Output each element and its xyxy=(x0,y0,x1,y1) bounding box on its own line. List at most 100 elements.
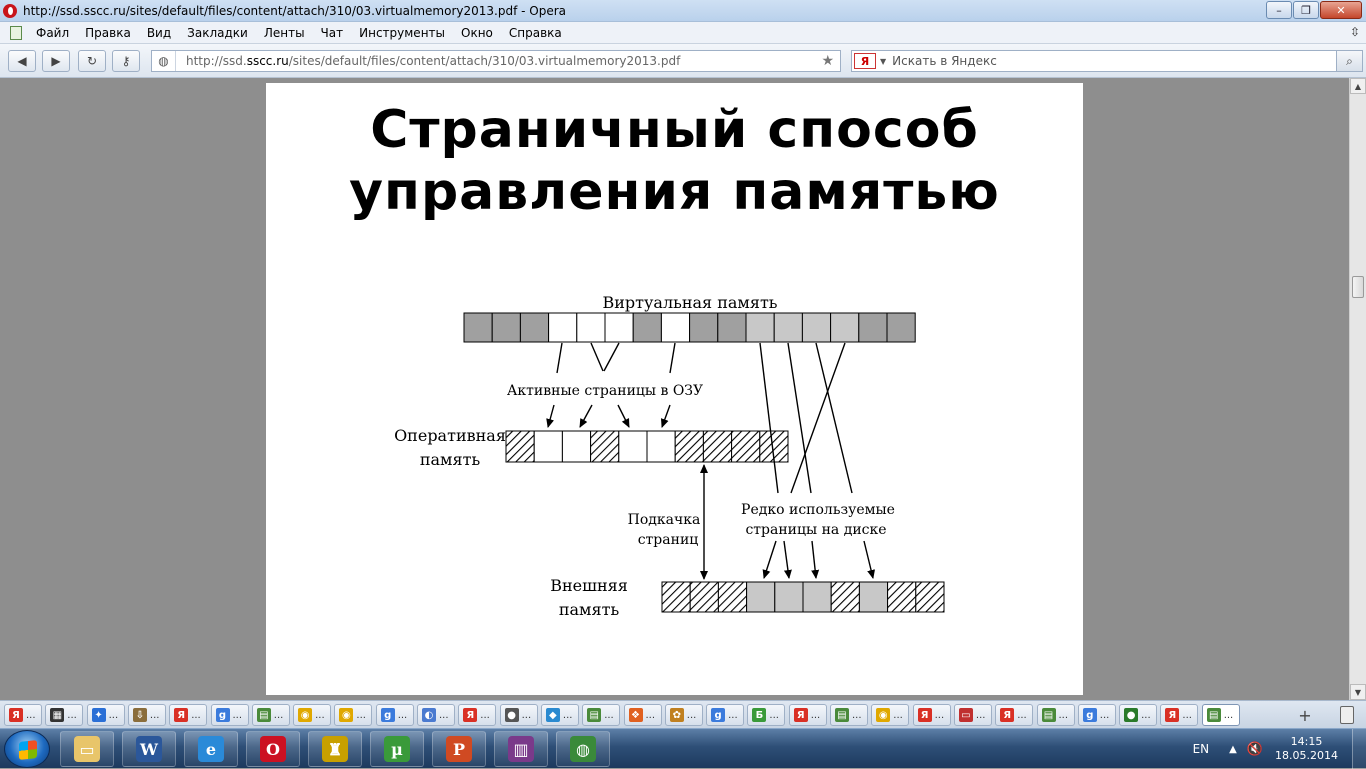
browser-tab[interactable]: Я... xyxy=(4,704,42,726)
title-bar: http://ssd.sscc.ru/sites/default/files/c… xyxy=(0,0,1366,22)
chevron-down-icon[interactable]: ▼ xyxy=(880,56,887,66)
panel-toggle-icon[interactable] xyxy=(10,25,22,40)
browser-tab[interactable]: g... xyxy=(706,704,745,726)
virtual-memory-row xyxy=(463,312,916,343)
yandex-icon[interactable]: Я xyxy=(854,53,876,69)
new-tab-button[interactable]: + xyxy=(1298,705,1312,725)
browser-tab[interactable]: ▭... xyxy=(953,704,992,726)
tab-title: ... xyxy=(149,709,160,721)
resize-toolbar-icon[interactable]: ⇳ xyxy=(1349,25,1360,39)
browser-tab[interactable]: Б... xyxy=(747,704,786,726)
tab-favicon-icon: Я xyxy=(463,708,478,722)
browser-tab[interactable]: ●... xyxy=(1119,704,1158,726)
tab-favicon-icon: ◆ xyxy=(545,708,560,722)
browser-tab[interactable]: ▤... xyxy=(1036,704,1075,726)
browser-tab[interactable]: Я... xyxy=(1160,704,1199,726)
show-hidden-icons-icon[interactable]: ▲ xyxy=(1229,743,1237,755)
tab-title: ... xyxy=(934,709,945,721)
address-bar[interactable]: ◍ http://ssd.sscc.ru/sites/default/files… xyxy=(151,50,841,72)
browser-tab[interactable]: Я... xyxy=(169,704,208,726)
menu-bookmarks[interactable]: Закладки xyxy=(187,25,248,40)
taskbar-app-button[interactable]: ▥ xyxy=(494,731,548,767)
browser-tab[interactable]: g... xyxy=(210,704,249,726)
taskbar-app-button[interactable]: µ xyxy=(370,731,424,767)
navigation-toolbar: ◀ ▶ ↻ ⚷ ◍ http://ssd.sscc.ru/sites/defau… xyxy=(0,44,1366,78)
close-button[interactable]: ✕ xyxy=(1320,1,1362,19)
search-input[interactable]: Искать в Яндекс xyxy=(892,54,997,68)
browser-tab[interactable]: ▤... xyxy=(251,704,290,726)
browser-tab[interactable]: ◐... xyxy=(417,704,455,726)
browser-tab[interactable]: ⇩... xyxy=(127,704,166,726)
tab-favicon-icon: Я xyxy=(1000,708,1015,722)
bookmark-star-icon[interactable]: ★ xyxy=(821,53,834,69)
browser-tab[interactable]: ✦... xyxy=(86,704,125,726)
browser-tab[interactable]: ✿... xyxy=(664,704,703,726)
taskbar-app-button[interactable]: ♜ xyxy=(308,731,362,767)
menu-tools[interactable]: Инструменты xyxy=(359,25,445,40)
closed-tabs-trash-icon[interactable] xyxy=(1340,706,1354,724)
tab-title: ... xyxy=(26,709,36,721)
clock[interactable]: 14:15 18.05.2014 xyxy=(1275,735,1338,763)
menu-view[interactable]: Вид xyxy=(146,25,172,40)
wand-button[interactable]: ⚷ xyxy=(112,50,140,72)
connector-line xyxy=(603,342,620,372)
browser-tab[interactable]: Я... xyxy=(912,704,951,726)
browser-tab[interactable]: g... xyxy=(1077,704,1116,726)
browser-tab[interactable]: ◉... xyxy=(871,704,910,726)
taskbar-app-button[interactable]: ◍ xyxy=(556,731,610,767)
browser-tab[interactable]: ▤... xyxy=(582,704,621,726)
tab-favicon-icon: Я xyxy=(9,708,23,722)
menu-chat[interactable]: Чат xyxy=(320,25,344,40)
powerpoint-icon: P xyxy=(446,736,472,762)
maximize-button[interactable]: ❐ xyxy=(1293,1,1319,19)
browser-tab[interactable]: ▦... xyxy=(45,704,84,726)
browser-tab[interactable]: ▤... xyxy=(830,704,868,726)
utorrent-icon: µ xyxy=(384,736,410,762)
show-desktop-button[interactable] xyxy=(1352,729,1366,769)
disk-page-cell xyxy=(915,581,945,613)
browser-tab[interactable]: ▤... xyxy=(1201,704,1240,726)
scroll-thumb[interactable] xyxy=(1352,276,1364,298)
speaker-muted-icon[interactable]: 🔇 xyxy=(1246,741,1264,757)
browser-tab[interactable]: Я... xyxy=(995,704,1034,726)
virtual-page-cell xyxy=(858,312,888,343)
virtual-page-cell xyxy=(773,312,803,343)
language-indicator[interactable]: EN xyxy=(1192,742,1210,756)
search-button[interactable]: ⌕ xyxy=(1336,51,1362,71)
browser-tab[interactable]: g... xyxy=(375,704,414,726)
browser-tab[interactable]: ●... xyxy=(499,704,538,726)
browser-tab[interactable]: ◉... xyxy=(293,704,332,726)
taskbar-app-button[interactable]: P xyxy=(432,731,486,767)
taskbar-app-button[interactable]: O xyxy=(246,731,300,767)
taskbar-app-button[interactable]: e xyxy=(184,731,238,767)
virtual-page-cell xyxy=(463,312,493,343)
tab-favicon-icon: ✿ xyxy=(669,708,684,722)
arrow-line xyxy=(863,540,875,579)
browser-tab[interactable]: Я... xyxy=(788,704,827,726)
arrow-line xyxy=(762,540,777,579)
vertical-scrollbar[interactable]: ▲ ▼ xyxy=(1349,78,1366,700)
menu-edit[interactable]: Правка xyxy=(85,25,131,40)
browser-tab[interactable]: ❖... xyxy=(623,704,662,726)
clock-date: 18.05.2014 xyxy=(1275,749,1338,762)
tab-title: ... xyxy=(273,709,284,721)
minimize-button[interactable]: – xyxy=(1266,1,1292,19)
tab-favicon-icon: ◉ xyxy=(339,708,354,722)
scroll-down-button[interactable]: ▼ xyxy=(1350,684,1366,700)
start-button[interactable] xyxy=(4,730,50,768)
scroll-up-button[interactable]: ▲ xyxy=(1350,78,1366,94)
menu-feeds[interactable]: Ленты xyxy=(263,25,305,40)
search-bar[interactable]: Я ▼ Искать в Яндекс ⌕ xyxy=(851,50,1363,72)
taskbar-app-button[interactable]: ▭ xyxy=(60,731,114,767)
reload-button[interactable]: ↻ xyxy=(78,50,106,72)
browser-tab[interactable]: ◉... xyxy=(334,704,373,726)
tab-favicon-icon: ❖ xyxy=(628,708,643,722)
forward-button[interactable]: ▶ xyxy=(42,50,70,72)
back-button[interactable]: ◀ xyxy=(8,50,36,72)
menu-file[interactable]: Файл xyxy=(36,25,70,40)
taskbar-app-button[interactable]: W xyxy=(122,731,176,767)
browser-tab[interactable]: ◆... xyxy=(540,704,579,726)
menu-help[interactable]: Справка xyxy=(508,25,562,40)
browser-tab[interactable]: Я... xyxy=(458,704,497,726)
menu-window[interactable]: Окно xyxy=(461,25,493,40)
